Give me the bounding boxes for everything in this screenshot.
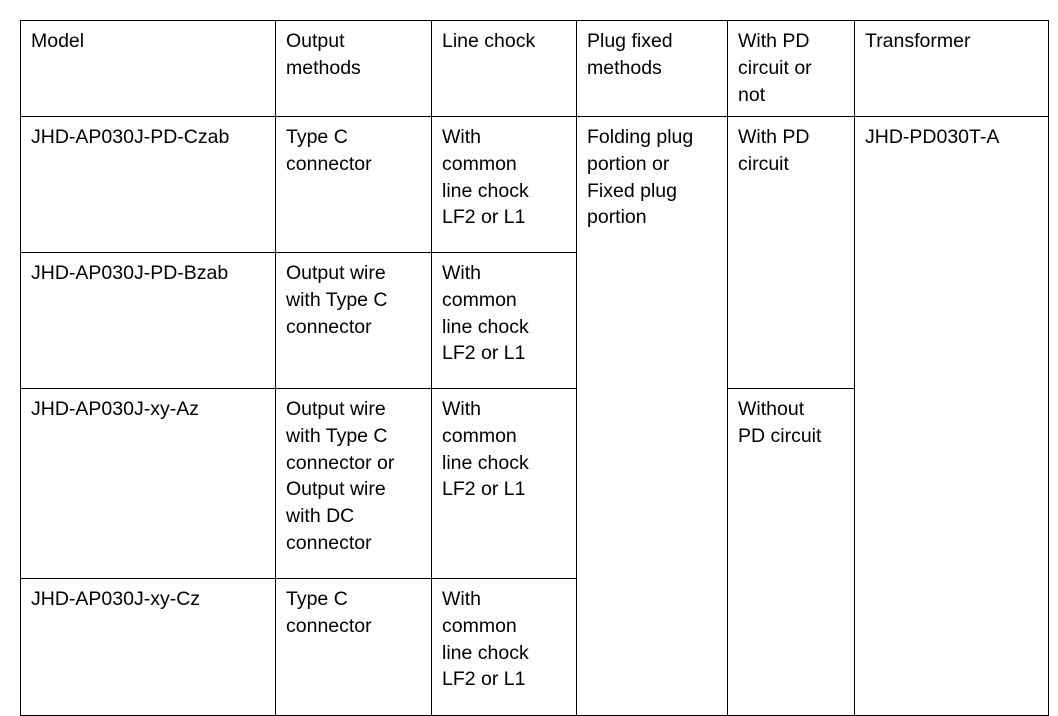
cell-output-4: Type C connector bbox=[275, 577, 432, 716]
table-row: JHD-AP030J-xy-Az Output wire with Type C… bbox=[20, 387, 1049, 716]
cell-pd-with: With PD circuit bbox=[727, 115, 855, 389]
cell-plug-fixed-merged: Folding plug portion or Fixed plug porti… bbox=[576, 115, 728, 716]
cell-model-1: JHD-AP030J-PD-Czab bbox=[20, 115, 276, 253]
table-header-row: Model Output methods Line chock Plug fix… bbox=[20, 20, 1049, 117]
header-cell-pd-circuit: With PD circuit or not bbox=[727, 20, 855, 117]
cell-model-2: JHD-AP030J-PD-Bzab bbox=[20, 251, 276, 389]
cell-chock-1: With common line chock LF2 or L1 bbox=[431, 115, 577, 253]
table-row: JHD-AP030J-PD-Czab Type C connector With… bbox=[20, 115, 1049, 716]
model-specification-table: Model Output methods Line chock Plug fix… bbox=[20, 20, 1049, 716]
cell-pd-without: Without PD circuit bbox=[727, 387, 855, 716]
page-root: Model Output methods Line chock Plug fix… bbox=[20, 20, 1049, 716]
cell-model-4: JHD-AP030J-xy-Cz bbox=[20, 577, 276, 716]
header-cell-transformer: Transformer bbox=[854, 20, 1049, 117]
cell-chock-3: With common line chock LF2 or L1 bbox=[431, 387, 577, 579]
cell-chock-2: With common line chock LF2 or L1 bbox=[431, 251, 577, 389]
header-cell-line-chock: Line chock bbox=[431, 20, 577, 117]
table-row: JHD-AP030J-PD-Bzab Output wire with Type… bbox=[20, 251, 1049, 389]
header-cell-output: Output methods bbox=[275, 20, 432, 117]
cell-output-2: Output wire with Type C connector bbox=[275, 251, 432, 389]
header-cell-plug-fixed: Plug fixed methods bbox=[576, 20, 728, 117]
cell-output-3: Output wire with Type C connector or Out… bbox=[275, 387, 432, 579]
cell-transformer-merged: JHD-PD030T-A bbox=[854, 115, 1049, 716]
cell-output-1: Type C connector bbox=[275, 115, 432, 253]
header-cell-model: Model bbox=[20, 20, 276, 117]
cell-model-3: JHD-AP030J-xy-Az bbox=[20, 387, 276, 579]
cell-chock-4: With common line chock LF2 or L1 bbox=[431, 577, 577, 716]
